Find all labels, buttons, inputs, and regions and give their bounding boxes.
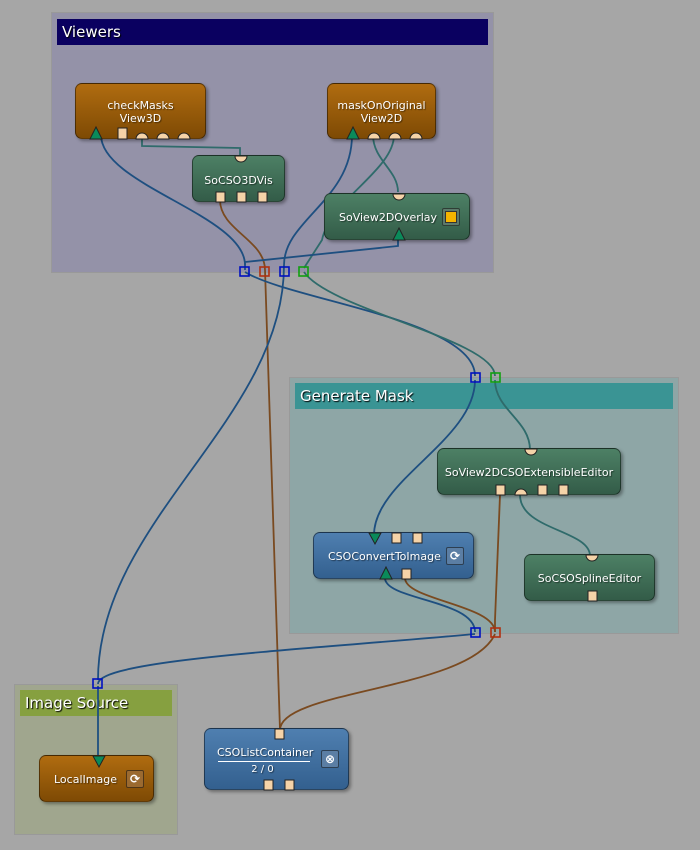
ports-convert-top <box>368 532 423 546</box>
node-checkmasks-line2: View3D <box>119 112 162 125</box>
wire-socso3dvis-cso <box>219 199 281 731</box>
cso-input-port <box>401 568 412 580</box>
input-port <box>587 590 598 602</box>
input-port <box>558 484 569 496</box>
group-title-generate-mask: Generate Mask <box>295 383 673 409</box>
node-csolistcontainer-label: CSOListContainer <box>217 746 314 759</box>
image-output-port <box>92 755 106 769</box>
input-port <box>257 191 268 203</box>
ports-spline-bottom <box>587 590 598 602</box>
scene-input-port <box>409 132 423 140</box>
clear-icon[interactable]: ⊗ <box>321 750 339 768</box>
refresh-icon[interactable]: ⟳ <box>446 547 464 565</box>
node-soview2dcsoextensibleeditor-label: SoView2DCSOExtensibleEditor <box>444 466 614 479</box>
scene-output-port <box>524 448 538 456</box>
cso-input-port <box>215 191 226 203</box>
image-output-port <box>368 532 382 546</box>
input-port <box>537 484 548 496</box>
output-port <box>391 532 402 544</box>
node-checkmasks-line1: checkMasks <box>107 99 174 112</box>
scene-input-port <box>388 132 402 140</box>
image-input-port <box>89 125 103 140</box>
wire-anchor-blue-to-generate <box>244 271 476 377</box>
group-title-viewers: Viewers <box>57 19 488 45</box>
label-underline <box>218 761 310 762</box>
node-maskonoriginal-line2: View2D <box>360 112 403 125</box>
node-csoconverttoimage-label: CSOConvertToImage <box>328 550 441 563</box>
ports-csolist-bottom <box>263 779 295 791</box>
cso-input-port <box>495 484 506 496</box>
scene-input-port <box>156 132 170 140</box>
node-soview2doverlay[interactable]: SoView2DOverlay <box>324 193 470 241</box>
ports-checkmasks <box>89 125 191 140</box>
output-port <box>412 532 423 544</box>
node-soview2doverlay-label: SoView2DOverlay <box>339 211 438 224</box>
ports-soview2doverlay-top <box>392 193 406 201</box>
node-soview2dcsoextensibleeditor[interactable]: SoView2DCSOExtensibleEditor <box>437 448 621 496</box>
image-input-port <box>379 566 393 580</box>
scene-output-port <box>392 193 406 201</box>
node-socsosplineeditor[interactable]: SoCSOSplineEditor <box>524 554 655 602</box>
ports-editor-bottom <box>495 484 569 496</box>
scene-input-port <box>135 132 149 140</box>
cso-input-port <box>274 728 285 740</box>
ports-socso3dvis-bottom <box>215 191 268 203</box>
output-port <box>284 779 295 791</box>
ports-maskonoriginal <box>346 125 423 140</box>
refresh-icon[interactable]: ⟳ <box>126 770 144 788</box>
output-port <box>263 779 274 791</box>
group-title-image-source: Image Source <box>20 690 172 716</box>
wire-blue-to-imagesource <box>97 633 476 685</box>
image-input-port <box>346 125 360 140</box>
wire-anchor-green-to-generate <box>303 271 496 377</box>
node-csolistcontainer-counts: 2 / 0 <box>251 764 274 775</box>
output-port <box>117 127 128 140</box>
node-socsosplineeditor-label: SoCSOSplineEditor <box>537 572 642 585</box>
image-input-port <box>392 227 406 241</box>
input-port <box>236 191 247 203</box>
ports-spline-top <box>585 554 599 562</box>
node-csoconverttoimage[interactable]: CSOConvertToImage ⟳ <box>313 532 474 580</box>
node-localimage-label: LocalImage <box>54 773 117 786</box>
node-socso3dvis[interactable]: SoCSO3DVis <box>192 155 285 203</box>
node-csolistcontainer[interactable]: CSOListContainer 2 / 0 ⊗ <box>204 728 349 791</box>
node-maskonoriginal-line1: maskOnOriginal <box>337 99 426 112</box>
scene-input-port <box>514 488 528 496</box>
ports-localimage-top <box>92 755 106 769</box>
ports-socso3dvis-top <box>234 155 248 163</box>
ports-editor-top <box>524 448 538 456</box>
node-localimage[interactable]: LocalImage ⟳ <box>39 755 154 802</box>
ports-soview2doverlay-bottom <box>392 227 406 241</box>
ports-convert-bottom <box>379 566 412 580</box>
toggle-square-icon[interactable] <box>442 208 460 226</box>
scene-output-port <box>234 155 248 163</box>
scene-output-port <box>585 554 599 562</box>
ports-csolist-top <box>274 728 285 740</box>
scene-input-port <box>367 132 381 140</box>
scene-input-port <box>177 132 191 140</box>
wire-red-to-csolist <box>279 633 496 731</box>
node-socso3dvis-label: SoCSO3DVis <box>204 174 273 187</box>
